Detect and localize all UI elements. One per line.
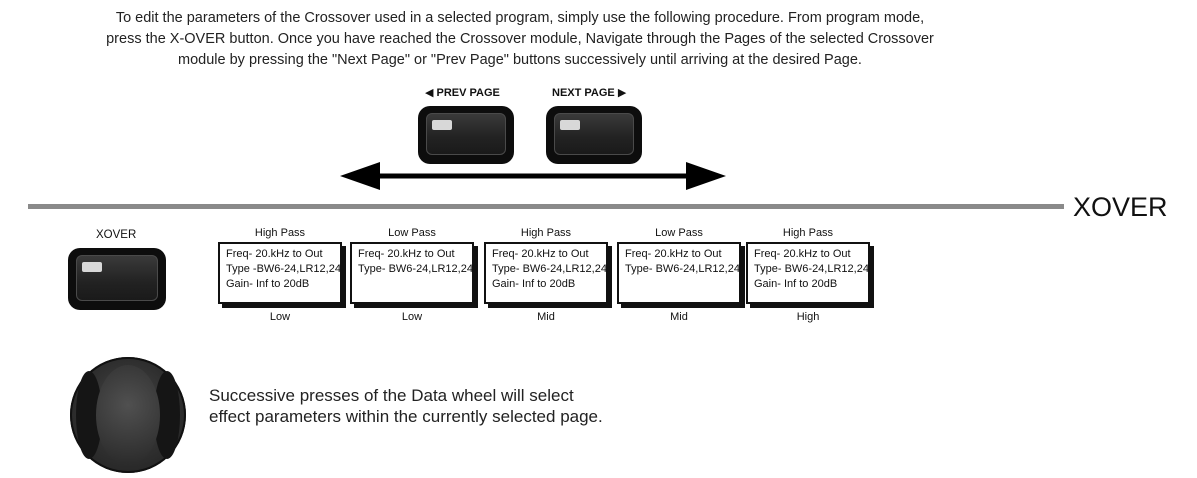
param-line: Type- BW6-24,LR12,24 <box>358 263 473 275</box>
data-wheel-description: Successive presses of the Data wheel wil… <box>209 385 603 427</box>
page-title: High Pass <box>520 227 572 239</box>
band-label: Low <box>401 311 423 323</box>
intro-line-2: press the X-OVER button. Once you have r… <box>106 31 934 47</box>
param-line: Type -BW6-24,LR12,24 <box>226 263 341 275</box>
left-triangle-icon: ◀ <box>425 87 437 99</box>
param-line: Freq- 20.kHz to Out <box>226 248 323 260</box>
page-title: High Pass <box>782 227 834 239</box>
crossover-page: High Pass Freq- 20.kHz to Out Type -BW6-… <box>218 226 342 323</box>
led-indicator <box>560 120 580 130</box>
crossover-page: Low Pass Freq- 20.kHz to Out Type- BW6-2… <box>350 226 474 323</box>
crossover-page: Low Pass Freq- 20.kHz to Out Type- BW6-2… <box>617 226 741 323</box>
crossover-page: High Pass Freq- 20.kHz to Out Type- BW6-… <box>484 226 608 323</box>
prev-page-button[interactable] <box>418 106 514 164</box>
page-title: Low Pass <box>388 227 436 239</box>
param-line: Type- BW6-24,LR12,24 <box>754 263 869 275</box>
param-line: Type- BW6-24,LR12,24 <box>492 263 607 275</box>
parameter-box: Freq- 20.kHz to Out Type- BW6-24,LR12,24 <box>617 242 741 304</box>
param-line: Gain- Inf to 20dB <box>492 278 576 290</box>
description-line-1: Successive presses of the Data wheel wil… <box>209 386 574 405</box>
crossover-page: High Pass Freq- 20.kHz to Out Type- BW6-… <box>746 226 870 323</box>
param-line: Freq- 20.kHz to Out <box>625 248 722 260</box>
band-label: High <box>796 311 820 323</box>
band-label: Low <box>269 311 291 323</box>
data-wheel[interactable] <box>70 357 186 473</box>
description-line-2: effect parameters within the currently s… <box>209 407 603 426</box>
section-title: XOVER <box>1073 192 1168 222</box>
prev-page-label: ◀ PREV PAGE <box>425 87 500 99</box>
parameter-box: Freq- 20.kHz to Out Type -BW6-24,LR12,24… <box>218 242 342 304</box>
parameter-box: Freq- 20.kHz to Out Type- BW6-24,LR12,24… <box>484 242 608 304</box>
band-label: Mid <box>670 311 688 323</box>
next-page-label: NEXT PAGE ▶ <box>552 87 627 99</box>
intro-line-3: module by pressing the "Next Page" or "P… <box>178 52 862 68</box>
param-line: Freq- 20.kHz to Out <box>358 248 455 260</box>
page-title: Low Pass <box>655 227 703 239</box>
section-divider <box>28 204 1064 209</box>
param-line: Freq- 20.kHz to Out <box>492 248 589 260</box>
parameter-box: Freq- 20.kHz to Out Type- BW6-24,LR12,24 <box>350 242 474 304</box>
xover-button-label: XOVER <box>96 229 137 241</box>
param-line: Gain- Inf to 20dB <box>226 278 310 290</box>
xover-button[interactable] <box>68 248 166 310</box>
next-page-button[interactable] <box>546 106 642 164</box>
parameter-box: Freq- 20.kHz to Out Type- BW6-24,LR12,24… <box>746 242 870 304</box>
intro-paragraph: To edit the parameters of the Crossover … <box>0 8 1040 71</box>
right-triangle-icon: ▶ <box>614 87 627 99</box>
band-label: Mid <box>537 311 555 323</box>
led-indicator <box>432 120 452 130</box>
double-arrow-icon <box>340 162 726 190</box>
param-line: Gain- Inf to 20dB <box>754 278 838 290</box>
intro-line-1: To edit the parameters of the Crossover … <box>115 10 925 26</box>
page-title: High Pass <box>254 227 306 239</box>
param-line: Freq- 20.kHz to Out <box>754 248 851 260</box>
led-indicator <box>82 262 102 272</box>
param-line: Type- BW6-24,LR12,24 <box>625 263 740 275</box>
